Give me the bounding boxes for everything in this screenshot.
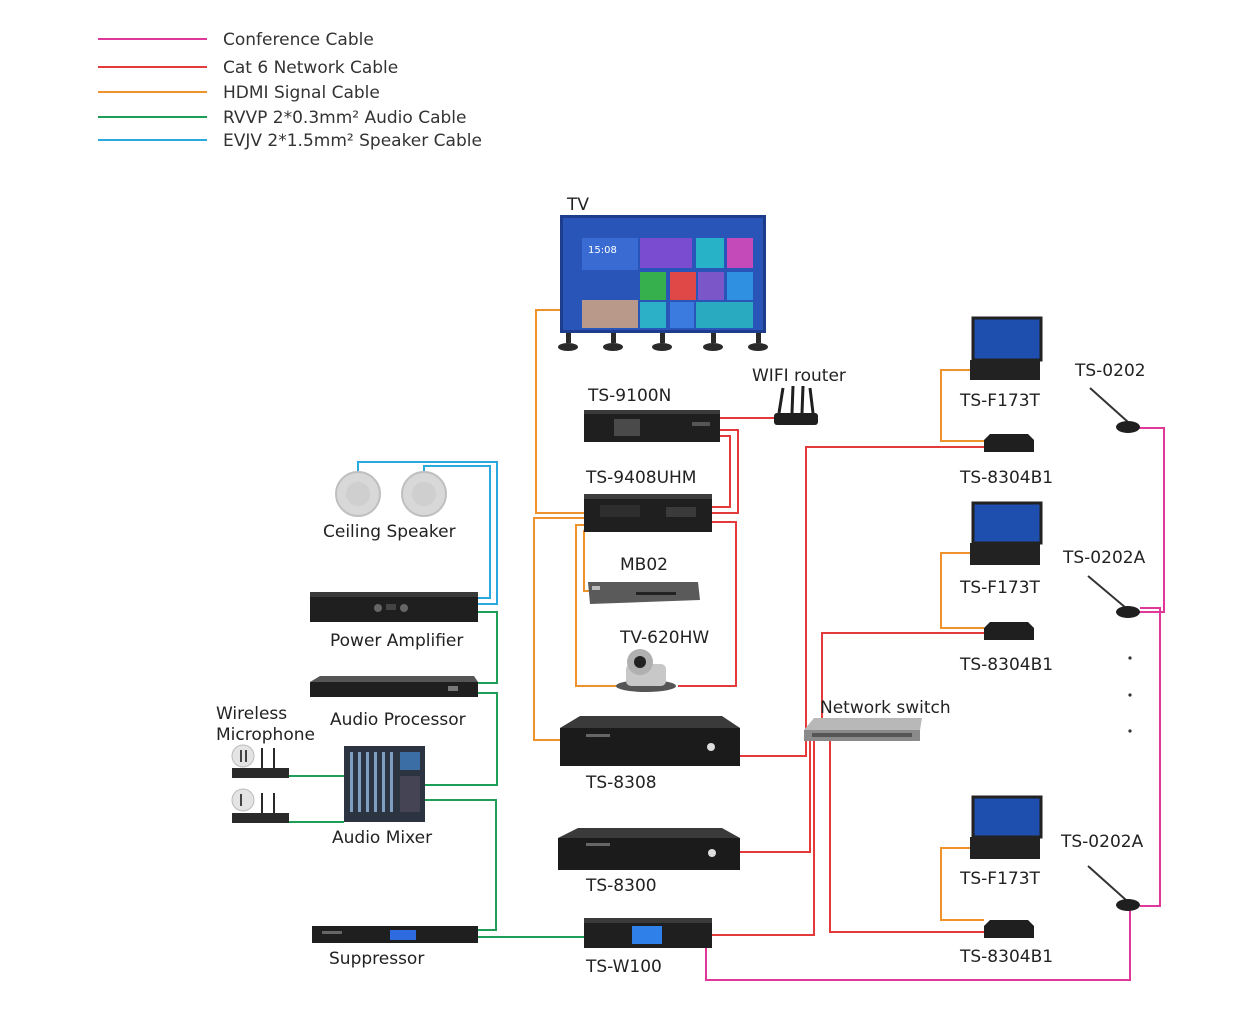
continuation-dots: [1128, 656, 1132, 733]
suppressor-device: [312, 926, 478, 943]
network-switch-label: Network switch: [820, 698, 951, 718]
legend-label-conference: Conference Cable: [223, 30, 374, 50]
tsf173t-label-2: TS-F173T: [959, 578, 1041, 598]
ceiling-speaker-icon: [335, 471, 447, 517]
ts8300-device: [558, 828, 740, 870]
audio-cables: [289, 611, 584, 938]
touch-panel-icon: [970, 316, 1043, 859]
wifi-router-icon: [774, 385, 818, 425]
tsf173t-label-1: TS-F173T: [959, 391, 1041, 411]
ptz-camera-icon: [616, 649, 676, 692]
power-amplifier-device: [310, 592, 478, 622]
ts9100n-label: TS-9100N: [587, 386, 671, 406]
ts9408uhm-label: TS-9408UHM: [585, 468, 696, 488]
network-switch-icon: [804, 718, 922, 741]
ts8300-label: TS-8300: [585, 876, 657, 896]
ts8308-label: TS-8308: [585, 773, 657, 793]
network-cables: [678, 417, 984, 936]
wireless-microphone-label-2: Microphone: [216, 725, 315, 745]
ts0202a-label-1: TS-0202A: [1062, 548, 1146, 568]
legend-label-network: Cat 6 Network Cable: [223, 58, 398, 78]
tv620hw-label: TV-620HW: [619, 628, 709, 648]
ts0202-label: TS-0202: [1074, 361, 1146, 381]
gooseneck-microphone-icon: [1087, 387, 1140, 911]
tv-display-icon: 15:08: [558, 215, 768, 351]
legend-label-speaker: EVJV 2*1.5mm² Speaker Cable: [223, 131, 482, 151]
audio-mixer-device: [344, 746, 425, 822]
wireless-microphone-icon: [231, 744, 289, 823]
audio-processor-label: Audio Processor: [330, 710, 466, 730]
hdmi-cables: [533, 309, 984, 921]
power-amplifier-label: Power Amplifier: [330, 631, 463, 651]
ts9408uhm-device: [584, 494, 712, 532]
legend-label-hdmi: HDMI Signal Cable: [223, 83, 380, 103]
conference-cables: [705, 427, 1165, 981]
ts8304b1-label-1: TS-8304B1: [959, 468, 1053, 488]
mb02-device: [588, 582, 700, 604]
legend: Conference Cable Cat 6 Network Cable HDM…: [98, 30, 482, 151]
tv-screen-time: 15:08: [588, 245, 617, 256]
mb02-label: MB02: [620, 555, 668, 575]
speaker-cables: [357, 461, 498, 605]
wifi-router-label: WIFI router: [752, 366, 846, 386]
ts0202a-label-2: TS-0202A: [1060, 832, 1144, 852]
wireless-microphone-label-1: Wireless: [216, 704, 287, 724]
ts8304b1-device: [984, 434, 1034, 938]
ceiling-speaker-label: Ceiling Speaker: [323, 522, 456, 542]
ts8304b1-label-3: TS-8304B1: [959, 947, 1053, 967]
tsf173t-label-3: TS-F173T: [959, 869, 1041, 889]
audio-mixer-label: Audio Mixer: [332, 828, 432, 848]
ts8304b1-label-2: TS-8304B1: [959, 655, 1053, 675]
suppressor-label: Suppressor: [329, 949, 424, 969]
tsw100-label: TS-W100: [585, 957, 662, 977]
legend-label-audio: RVVP 2*0.3mm² Audio Cable: [223, 108, 466, 128]
ts8308-device: [560, 716, 740, 766]
tv-label: TV: [566, 195, 589, 215]
audio-processor-device: [310, 676, 478, 697]
ts9100n-device: [584, 410, 720, 442]
tsw100-device: [584, 918, 712, 948]
